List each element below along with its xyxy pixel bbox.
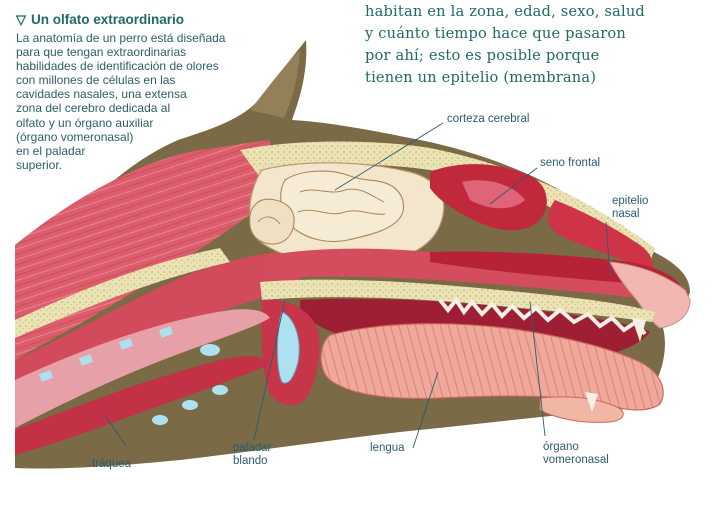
sidebar-line: zona del cerebro dedicada al: [16, 101, 171, 116]
main-text: habitan en la zona, edad, sexo, salud y …: [365, 1, 715, 89]
tongue: [320, 323, 664, 423]
sidebar-line: olfato y un órgano auxiliar: [16, 115, 154, 130]
main-text-line: habitan en la zona, edad, sexo, salud: [365, 3, 645, 20]
main-text-line: por ahí; esto es posible porque: [365, 47, 600, 64]
sidebar-line: en el paladar: [16, 143, 86, 158]
sidebar-line: (órgano vomeronasal): [16, 129, 134, 144]
trachea: [15, 309, 270, 455]
main-text-line: tienen un epitelio (membrana): [365, 69, 597, 86]
triangle-down-icon: ▽: [16, 12, 26, 27]
label-epitelio-nasal: epitelio nasal: [612, 195, 648, 221]
label-paladar-blando: paladar blando: [233, 442, 271, 468]
label-line: nasal: [612, 208, 640, 220]
label-line: órgano: [543, 441, 579, 453]
label-line: blando: [233, 455, 268, 467]
label-line: paladar: [233, 442, 272, 454]
label-lengua: lengua: [370, 442, 405, 454]
nasal-cavity: [270, 248, 691, 329]
frontal-sinus: [430, 164, 653, 270]
brain: [249, 162, 445, 265]
skull-bone: [240, 141, 655, 262]
label-traquea: tráquea: [92, 458, 132, 470]
label-organo-vomeronasal: órgano vomeronasal: [543, 441, 609, 467]
sidebar-line: La anatomía de un perro está diseñada: [16, 31, 226, 45]
sidebar-line: para que tengan extraordinarias: [16, 45, 187, 60]
label-corteza-cerebral: corteza cerebral: [447, 113, 530, 125]
vertebrae: [15, 248, 230, 338]
sidebar-line: cavidades nasales, una extensa: [16, 87, 187, 102]
label-line: vomeronasal: [543, 454, 609, 466]
sidebar-title: ▽ Un olfato extraordinario: [16, 12, 184, 28]
label-seno-frontal: seno frontal: [540, 157, 601, 169]
sidebar-line: superior.: [16, 157, 63, 172]
sidebar-body: La anatomía de un perro está diseñada pa…: [16, 31, 278, 172]
label-line: epitelio: [612, 195, 649, 207]
sidebar-title-text: Un olfato extraordinario: [31, 12, 185, 27]
pharynx: [261, 299, 320, 406]
sidebar-line: con millones de células en las: [16, 73, 176, 88]
sidebar-line: habilidades de identificación de olores: [16, 59, 219, 74]
main-text-line: y cuánto tiempo hace que pasaron: [365, 25, 626, 42]
leader-lines: [104, 122, 611, 449]
